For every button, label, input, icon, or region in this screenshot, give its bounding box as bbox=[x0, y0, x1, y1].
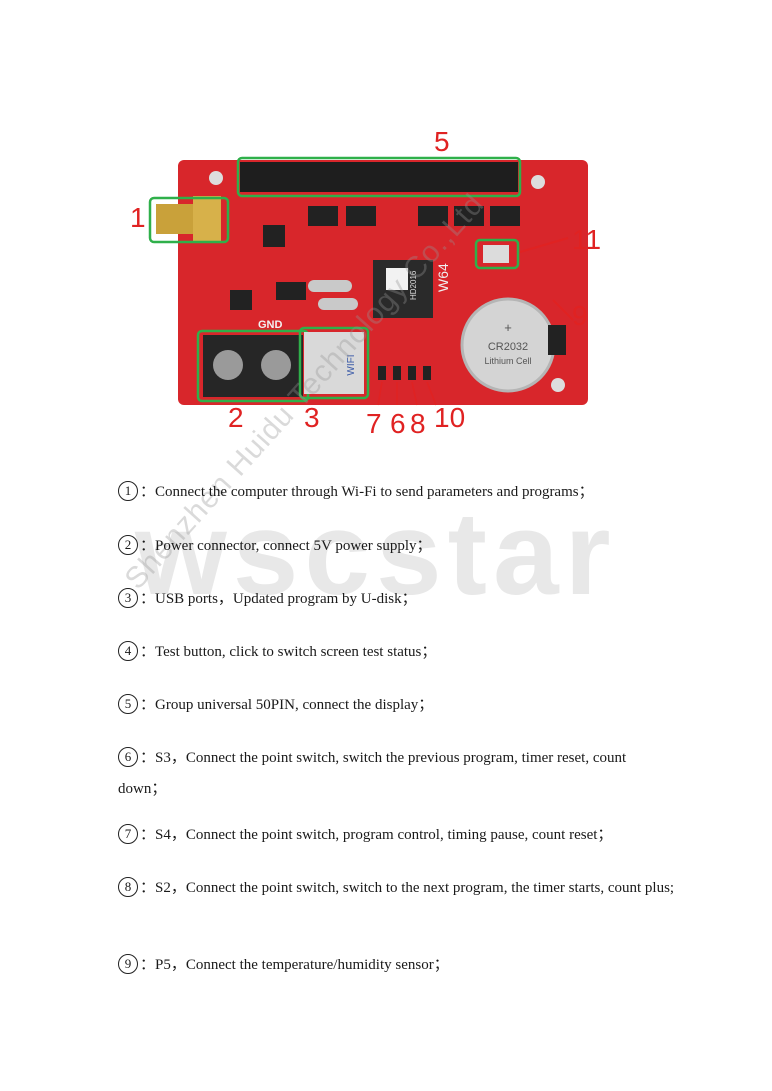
small-chip bbox=[263, 225, 285, 247]
callout-10: 10 bbox=[434, 402, 466, 433]
item-number: 1 bbox=[118, 481, 138, 501]
model-label: W64 bbox=[435, 263, 451, 292]
crystal bbox=[318, 298, 358, 310]
driver-chip bbox=[308, 206, 338, 226]
list-item-4: 4：Test button, click to switch screen te… bbox=[118, 637, 678, 668]
terminal-screw bbox=[261, 350, 291, 380]
item-number: 9 bbox=[118, 954, 138, 974]
item-text: ：Connect the computer through Wi-Fi to s… bbox=[140, 484, 594, 500]
driver-chip bbox=[418, 206, 448, 226]
wifi-module bbox=[304, 332, 364, 394]
pointer-line bbox=[426, 381, 437, 406]
item-text: ：S4，Connect the point switch, program co… bbox=[140, 827, 613, 843]
item-text: ：Test button, click to switch screen tes… bbox=[140, 644, 437, 660]
callout-6: 6 bbox=[390, 408, 406, 439]
item-text: ：Group universal 50PIN, connect the disp… bbox=[140, 697, 434, 713]
terminal-screw bbox=[213, 350, 243, 380]
small-chip bbox=[276, 282, 306, 300]
item-number: 5 bbox=[118, 694, 138, 714]
pin-p7 bbox=[423, 366, 431, 380]
highlight-5 bbox=[236, 156, 522, 198]
list-item-7: 7：S4，Connect the point switch, program c… bbox=[118, 820, 678, 851]
callout-5: 5 bbox=[434, 126, 450, 157]
battery-clip bbox=[548, 325, 566, 355]
item-text: ：P5，Connect the temperature/humidity sen… bbox=[140, 957, 449, 973]
callout-3: 3 bbox=[304, 402, 320, 433]
callout-11: 11 bbox=[572, 224, 602, 255]
list-item-1: 1：Connect the computer through Wi-Fi to … bbox=[118, 477, 678, 508]
item-text: ：S3，Connect the point switch, switch the… bbox=[118, 750, 627, 797]
board-illustration: HD2016 W64 + CR2032 Lithium Cell GND WIF… bbox=[148, 156, 588, 406]
battery-model: CR2032 bbox=[488, 341, 528, 353]
callout-1: 1 bbox=[130, 202, 146, 233]
module-label: WIFI bbox=[346, 354, 357, 375]
antenna-base bbox=[193, 196, 221, 242]
pointer-line bbox=[552, 299, 574, 321]
chip-label: HD2016 bbox=[409, 270, 418, 300]
list-item-9: 9：P5，Connect the temperature/humidity se… bbox=[118, 950, 678, 981]
pin-s4 bbox=[378, 366, 386, 380]
list-item-6: 6：S3，Connect the point switch, switch th… bbox=[118, 743, 678, 805]
item-number: 6 bbox=[118, 747, 138, 767]
list-item-2: 2：Power connector, connect 5V power supp… bbox=[118, 531, 678, 562]
mount-hole bbox=[551, 378, 565, 392]
item-number: 7 bbox=[118, 824, 138, 844]
controller-board-figure: HD2016 W64 + CR2032 Lithium Cell GND WIF… bbox=[128, 120, 648, 440]
regulator bbox=[230, 290, 252, 310]
pin-s2 bbox=[408, 366, 416, 380]
mount-hole bbox=[209, 171, 223, 185]
pin-header bbox=[240, 162, 518, 192]
gnd-label: GND bbox=[258, 319, 283, 331]
callout-7: 7 bbox=[366, 408, 382, 439]
chip-logo bbox=[386, 268, 408, 290]
mount-hole bbox=[531, 175, 545, 189]
list-item-3: 3：USB ports，Updated program by U-disk； bbox=[118, 584, 678, 615]
item-number: 2 bbox=[118, 535, 138, 555]
driver-chip bbox=[346, 206, 376, 226]
pointer-line bbox=[377, 381, 383, 406]
list-item-8: 8：S2，Connect the point switch, switch to… bbox=[118, 873, 678, 904]
battery-type: Lithium Cell bbox=[484, 356, 531, 366]
item-number: 4 bbox=[118, 641, 138, 661]
crystal bbox=[308, 280, 352, 292]
list-item-5: 5：Group universal 50PIN, connect the dis… bbox=[118, 690, 678, 721]
pointer-line bbox=[411, 381, 418, 406]
item-text: ：USB ports，Updated program by U-disk； bbox=[140, 591, 417, 607]
driver-chip bbox=[454, 206, 484, 226]
highlight-3 bbox=[298, 326, 370, 400]
driver-chip bbox=[490, 206, 520, 226]
highlight-11 bbox=[474, 238, 520, 270]
battery-plus: + bbox=[504, 320, 512, 335]
item-text: ：Power connector, connect 5V power suppl… bbox=[140, 538, 432, 554]
item-number: 3 bbox=[118, 588, 138, 608]
pin-s3 bbox=[393, 366, 401, 380]
test-button bbox=[483, 245, 509, 263]
pointer-line bbox=[519, 237, 569, 253]
item-number: 8 bbox=[118, 877, 138, 897]
highlight-1 bbox=[148, 196, 230, 244]
item-text: ：S2，Connect the point switch, switch to … bbox=[140, 880, 675, 896]
callout-9: 9 bbox=[572, 300, 588, 331]
callout-2: 2 bbox=[228, 402, 244, 433]
callout-8: 8 bbox=[410, 408, 426, 439]
antenna-connector bbox=[156, 204, 196, 234]
